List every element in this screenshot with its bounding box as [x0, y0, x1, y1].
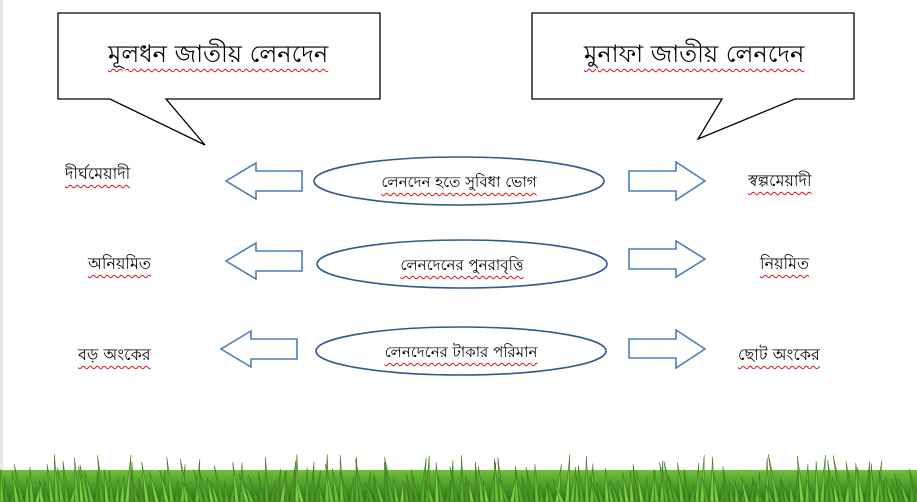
right-callout-bubble	[531, 12, 855, 141]
left-callout-bubble	[57, 12, 381, 146]
grass-border-image	[0, 453, 917, 502]
right-callout-title: মুনাফা জাতীয় লেনদেন	[584, 40, 805, 68]
right-label-row-2: নিয়মিত	[760, 254, 810, 273]
left-label-row-3: বড় অংকের	[78, 345, 151, 364]
right-label-row-1: স্বল্পমেয়াদী	[748, 171, 812, 190]
right-arrow-row-2	[628, 239, 707, 279]
right-arrow-row-1	[628, 160, 707, 202]
center-ellipse-row-1	[313, 156, 605, 206]
left-label-row-1: দীর্ঘমেয়াদী	[65, 164, 131, 183]
center-label-row-2: লেনদেনের পুনরাবৃত্তি	[400, 256, 524, 274]
center-ellipse-row-2	[316, 239, 608, 289]
right-label-row-3: ছোট অংকের	[738, 345, 820, 364]
left-label-row-2: অনিয়মিত	[88, 254, 151, 273]
page-left-edge	[0, 0, 3, 502]
left-callout-title: মূলধন জাতীয় লেনদেন	[108, 40, 329, 68]
left-arrow-row-2	[224, 241, 303, 281]
right-arrow-row-3	[628, 328, 707, 370]
left-arrow-row-3	[219, 329, 298, 369]
center-ellipse-row-3	[315, 326, 607, 376]
center-label-row-3: লেনদেনের টাকার পরিমান	[384, 343, 538, 361]
center-label-row-1: লেনদেন হতে সুবিধা ভোগ	[381, 173, 537, 191]
left-arrow-row-1	[224, 161, 303, 201]
